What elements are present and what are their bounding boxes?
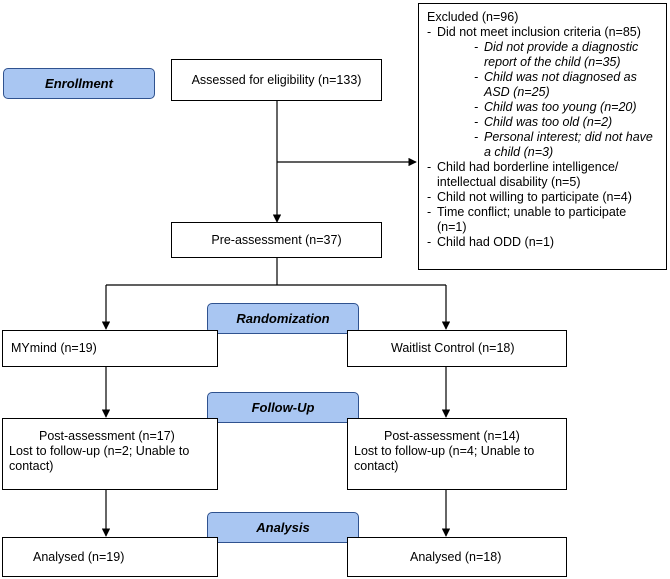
excluded-box: Excluded (n=96) Did not meet inclusion c…	[418, 3, 667, 270]
excluded-reason: Child had ODD (n=1)	[427, 235, 658, 250]
excluded-reason: Time conflict; unable to participate (n=…	[427, 205, 658, 235]
analysed-left-label: Analysed (n=19)	[33, 550, 125, 564]
followup-left-line1: Post-assessment (n=17)	[39, 429, 175, 443]
followup-left-line2: Lost to follow-up (n=2; Unable to contac…	[9, 444, 190, 473]
enrollment-stage: Enrollment	[3, 68, 155, 99]
analysed-right-label: Analysed (n=18)	[410, 550, 502, 564]
waitlist-box: Waitlist Control (n=18)	[347, 330, 567, 367]
excluded-title: Excluded (n=96)	[427, 10, 519, 24]
analysis-stage: Analysis	[207, 512, 359, 543]
excluded-subreason: Did not provide a diagnostic report of t…	[427, 40, 658, 70]
mymind-label: MYmind (n=19)	[11, 341, 97, 355]
followup-right-box: Post-assessment (n=14) Lost to follow-up…	[347, 418, 567, 490]
excluded-list: Did not meet inclusion criteria (n=85)Di…	[427, 25, 658, 250]
excluded-subreason: Child was too young (n=20)	[427, 100, 658, 115]
excluded-subreason: Child was too old (n=2)	[427, 115, 658, 130]
pre-assessment-box: Pre-assessment (n=37)	[171, 222, 382, 258]
analysed-left-box: Analysed (n=19)	[2, 537, 218, 577]
randomization-stage: Randomization	[207, 303, 359, 334]
excluded-reason: Child not willing to participate (n=4)	[427, 190, 658, 205]
analysed-right-box: Analysed (n=18)	[347, 537, 567, 577]
mymind-box: MYmind (n=19)	[2, 330, 218, 367]
waitlist-label: Waitlist Control (n=18)	[391, 341, 515, 355]
followup-right-line2: Lost to follow-up (n=4; Unable to contac…	[354, 444, 535, 473]
excluded-reason: Did not meet inclusion criteria (n=85)	[427, 25, 658, 40]
excluded-reason: Child had borderline intelligence/ intel…	[427, 160, 658, 190]
excluded-subreason: Personal interest; did not have a child …	[427, 130, 658, 160]
assessed-box: Assessed for eligibility (n=133)	[171, 59, 382, 101]
excluded-subreason: Child was not diagnosed as ASD (n=25)	[427, 70, 658, 100]
followup-right-line1: Post-assessment (n=14)	[384, 429, 520, 443]
followup-left-box: Post-assessment (n=17) Lost to follow-up…	[2, 418, 218, 490]
follow-up-stage: Follow-Up	[207, 392, 359, 423]
